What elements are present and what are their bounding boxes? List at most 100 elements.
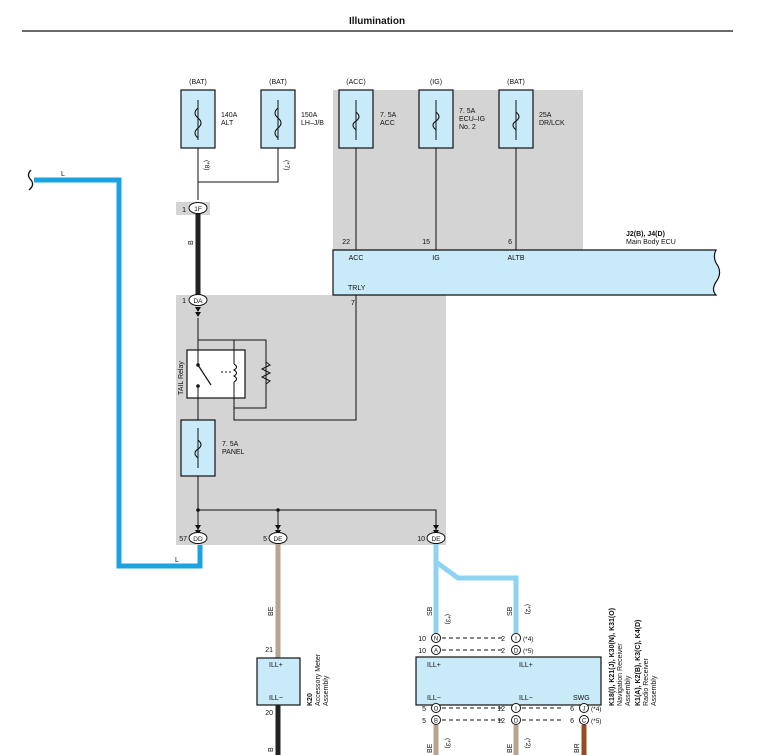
relay-coil: [232, 363, 238, 383]
connector-DD-pin: 57: [179, 536, 187, 543]
meter-ill-minus: ILL−: [269, 695, 283, 702]
rcv-row3-lconn: O: [434, 707, 439, 713]
rcv-row4-note: (*5): [591, 718, 601, 725]
fuse-lhjb-rating: 150A: [301, 112, 318, 119]
connector-DE5-pin: 5: [263, 536, 267, 543]
rcv-row2-lpin: 10: [418, 648, 426, 655]
ecu-name: Main Body ECU: [626, 239, 676, 246]
fuse-ecuig-rating: 7. 5A: [459, 108, 476, 115]
rcv-row4-rpin: 12: [497, 718, 505, 725]
ecu-label-acc: ACC: [349, 255, 364, 262]
rcv-row1-rpin: 2: [501, 636, 505, 643]
ecu-pin-22: 22: [342, 239, 350, 246]
connector-DE5: [268, 532, 288, 544]
rcv-row3-sconn: J: [583, 707, 586, 713]
meter-name: Accessory Meter: [315, 653, 322, 706]
fuse-drlck-rating: 25A: [539, 112, 552, 119]
wire-note-lhjb: (*7): [283, 160, 290, 170]
fuse-acc-name: ACC: [380, 120, 395, 127]
rcv-row3-note: (*4): [591, 706, 601, 713]
fuse-ecuig-source: (IG): [430, 79, 442, 86]
fuse-lhjb-source: (BAT): [269, 79, 287, 86]
ecu-pin-6: 6: [508, 239, 512, 246]
wire-break-symbol: [27, 169, 34, 191]
rcv-row3-rconn: I: [515, 707, 517, 713]
connector-DE10-id: DE: [431, 536, 441, 543]
tail-relay: [186, 349, 246, 399]
wire-L: [34, 177, 203, 569]
fuse-panel-name: PANEL: [222, 449, 245, 456]
fuse-panel-rating: 7. 5A: [222, 441, 239, 448]
connector-DD-id: DD: [193, 536, 203, 543]
fuse-ecuig-name2: No. 2: [459, 124, 476, 131]
wire-BE-b-label: BE: [507, 743, 514, 753]
fuse-alt-source: (BAT): [189, 79, 207, 86]
fuse-acc-source: (ACC): [346, 79, 365, 86]
rcv-row2-note: (*5): [523, 648, 533, 655]
wire-SB-a-note: (*3): [444, 614, 451, 624]
rcv-row1-rconn: I: [515, 637, 517, 643]
rcv-row4-spin: 6: [570, 718, 574, 725]
wire-SB-b-label: SB: [507, 606, 514, 616]
wire-SB-b-note: (*2): [524, 604, 531, 614]
rcv-ref1: K18(I), K21(J), K30(N), K31(O): [609, 608, 616, 706]
rcv-row2-lconn: A: [434, 649, 438, 655]
wire-L-label-top: L: [61, 171, 65, 178]
rcv-row4-sconn: C: [582, 719, 587, 725]
connector-1F-pin: 1: [182, 207, 186, 214]
connector-DE5-id: DE: [273, 536, 283, 543]
relay-resistor: [260, 361, 272, 385]
rcv-name1b: Assembly: [625, 675, 632, 706]
wire-L-label-bottom: L: [175, 557, 179, 564]
fuse-drlck-name: DR/LCK: [539, 120, 565, 127]
connector-DA-id: DA: [193, 298, 203, 305]
accessory-meter: [256, 657, 301, 706]
rcv-row1-note: (*4): [523, 636, 533, 643]
meter-pin-21: 21: [265, 647, 273, 654]
ecu-pin-7: 7: [351, 300, 355, 307]
rcv-name1: Navigation Receiver: [617, 643, 624, 706]
fuse-lhjb-name: LH–J/B: [301, 120, 324, 127]
rcv-row2-rconn: D: [514, 649, 519, 655]
rcv-row3-rpin: 12: [497, 706, 505, 713]
rcv-name2b: Assembly: [651, 675, 658, 706]
rcv-row4-lconn: B: [434, 719, 438, 725]
rcv-row1-lconn: N: [434, 637, 438, 643]
relay-switch: [197, 364, 212, 386]
rcv-swg: SWG: [573, 695, 590, 702]
connector-DE10: [426, 532, 446, 544]
ecu-ref: J2(B), J4(D): [626, 231, 665, 238]
rcv-row3-lpin: 5: [422, 706, 426, 713]
wire-SB-a-label: SB: [427, 606, 434, 616]
fuse-alt-name: ALT: [221, 120, 234, 127]
rcv-row1-lpin: 10: [418, 636, 426, 643]
rcv-ill-plus-right: ILL+: [519, 662, 533, 669]
ecu-label-trly: TRLY: [348, 285, 366, 292]
wire-B-meter-label: B: [268, 747, 275, 752]
wire-BR-label: BR: [574, 743, 581, 753]
meter-ref: K20: [307, 693, 314, 706]
meter-pin-20: 20: [265, 710, 273, 717]
wire-SB-right: [433, 544, 519, 633]
rcv-name2: Radio Receiver: [643, 657, 650, 706]
ecu-label-ig: IG: [432, 255, 439, 262]
wire-note-alt: (*8): [203, 160, 210, 170]
trly-wire: [233, 295, 357, 421]
rcv-row2-rpin: 2: [501, 648, 505, 655]
rcv-ref2: K1(A), K2(B), K3(C), K4(D): [635, 620, 642, 706]
connector-DA: [188, 294, 208, 306]
fuse-block-area: [333, 90, 583, 250]
rcv-row3-spin: 6: [570, 706, 574, 713]
ecu-pin-15: 15: [422, 239, 430, 246]
diagram-title: Illumination: [349, 16, 405, 27]
wire-BE-b-note: (*2): [524, 738, 531, 748]
connector-1F-id: 1F: [194, 206, 202, 213]
rcv-ill-plus-left: ILL+: [427, 662, 441, 669]
rcv-ill-minus-left: ILL−: [427, 695, 441, 702]
connector-DD: [188, 532, 208, 544]
wire-BE-a-label: BE: [427, 743, 434, 753]
meter-name2: Assembly: [323, 675, 330, 706]
connector-1F: [188, 202, 208, 214]
rcv-row4-rconn: D: [514, 719, 519, 725]
